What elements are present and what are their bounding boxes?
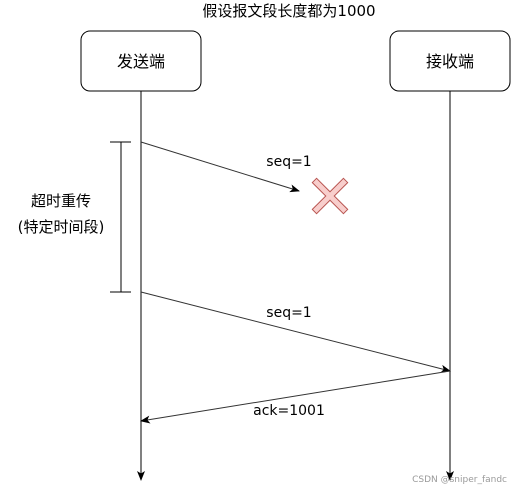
lost-packet-label: seq=1 bbox=[266, 154, 311, 170]
lost-packet-arrow bbox=[140, 141, 300, 193]
timeout-label-line1: 超时重传 bbox=[31, 192, 91, 210]
timeout-label-line2: (特定时间段) bbox=[18, 218, 105, 236]
sender-label: 发送端 bbox=[117, 52, 165, 71]
diagram-title: 假设报文段长度都为1000 bbox=[202, 2, 375, 20]
timeout-bracket bbox=[110, 141, 131, 293]
receiver-label: 接收端 bbox=[426, 52, 474, 71]
retransmit-label: seq=1 bbox=[266, 305, 311, 321]
receiver-box: 接收端 bbox=[389, 30, 511, 92]
sender-box: 发送端 bbox=[80, 30, 202, 92]
ack-label: ack=1001 bbox=[253, 403, 325, 419]
ack-arrow bbox=[140, 370, 451, 424]
retransmit-arrow bbox=[140, 291, 451, 373]
watermark: CSDN @sniper_fandc bbox=[412, 475, 507, 485]
cross-icon bbox=[311, 177, 349, 215]
